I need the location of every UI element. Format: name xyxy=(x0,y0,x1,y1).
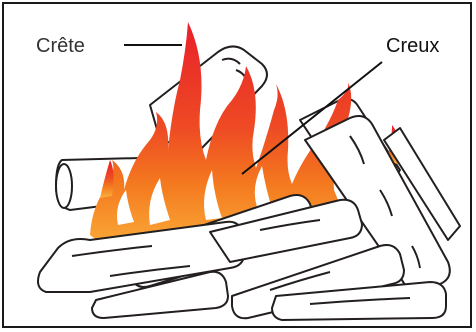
crest-label: Crête xyxy=(36,35,85,58)
trough-label: Creux xyxy=(386,35,439,58)
